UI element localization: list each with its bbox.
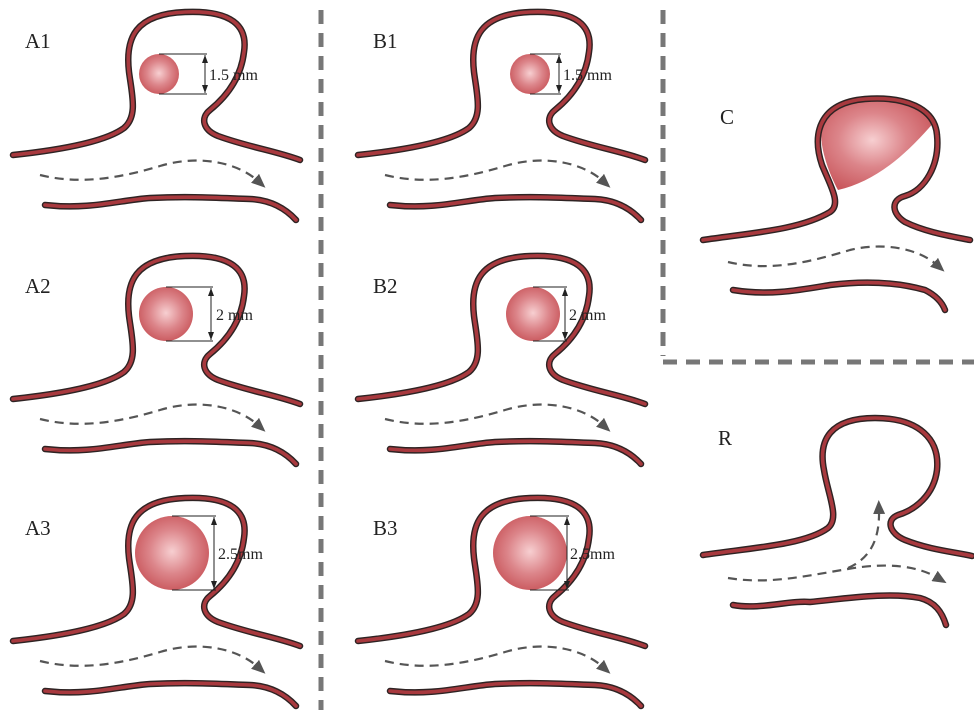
vessel-upper-wall-outline: [358, 256, 645, 404]
flow-arrow: [40, 405, 258, 425]
panel-c: C: [703, 99, 970, 310]
flow-arrow-r-into-sac: [848, 510, 879, 568]
vessel-upper-wall: [358, 12, 645, 160]
dimension-label-a1: 1.5 mm: [209, 67, 258, 84]
panel-a1: 1.5 mm A1: [13, 12, 300, 220]
vessel-b3: [358, 498, 645, 706]
sphere-b2: [506, 287, 560, 341]
panel-a3: 2.5mm A3: [13, 498, 300, 706]
sphere-a3: [135, 516, 209, 590]
panel-label-a2: A2: [25, 274, 51, 298]
flow-arrow-c: [728, 246, 937, 266]
vessel-a2: [13, 256, 300, 464]
panel-label-b1: B1: [373, 29, 398, 53]
sphere-b3: [493, 516, 567, 590]
sphere-a1: [139, 54, 179, 94]
vessel-b1: [358, 12, 645, 220]
panel-a2: 2 mm A2: [13, 256, 300, 464]
dimension-label-b1: 1.5 mm: [563, 67, 612, 84]
flow-arrow: [40, 161, 258, 181]
flow-arrow: [385, 647, 603, 667]
sphere-a2: [139, 287, 193, 341]
dimension-label-b3: 2.5mm: [570, 546, 615, 563]
panel-b3: 2.5mm B3: [358, 498, 645, 706]
panel-label-c: C: [720, 105, 734, 129]
panel-r: R: [703, 418, 972, 625]
dimension-label-b2: 2 mm: [569, 307, 606, 324]
panel-b1: 1.5 mm B1: [358, 12, 645, 220]
panel-label-r: R: [718, 426, 732, 450]
vessel-b2: [358, 256, 645, 464]
panel-label-a3: A3: [25, 516, 51, 540]
panel-b2: 2 mm B2: [358, 256, 645, 464]
flow-arrow-r-main: [728, 566, 938, 581]
panel-label-a1: A1: [25, 29, 51, 53]
flow-arrow: [385, 161, 603, 181]
vessel-a1: [13, 12, 300, 220]
flow-arrow: [385, 405, 603, 425]
vessel-upper-wall-outline: [358, 12, 645, 160]
panel-label-b2: B2: [373, 274, 398, 298]
vessel-upper-wall: [358, 256, 645, 404]
panel-label-b3: B3: [373, 516, 398, 540]
dimension-label-a2: 2 mm: [216, 307, 253, 324]
clot-fill: [821, 99, 935, 190]
flow-arrow: [40, 647, 258, 667]
dimension-label-a3: 2.5mm: [218, 546, 263, 563]
vessel-r-upper-wall: [703, 418, 972, 556]
sphere-b1: [510, 54, 550, 94]
